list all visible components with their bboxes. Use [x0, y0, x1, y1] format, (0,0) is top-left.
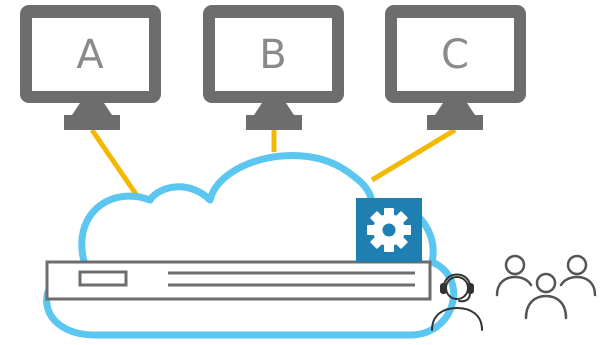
- monitor-c: C: [385, 5, 526, 130]
- monitor-label-c: C: [441, 32, 469, 78]
- server-rack-icon: [45, 260, 432, 301]
- link-line-a: [89, 128, 143, 202]
- monitor-label-b: B: [259, 32, 286, 78]
- gear-icon: [356, 198, 422, 262]
- headset-agent-icon: [431, 273, 483, 331]
- monitor-a: A: [20, 5, 161, 130]
- monitor-label-a: A: [76, 32, 104, 78]
- link-line-c: [370, 127, 457, 183]
- monitor-b: B: [203, 5, 344, 130]
- user-group-icon: [495, 254, 597, 320]
